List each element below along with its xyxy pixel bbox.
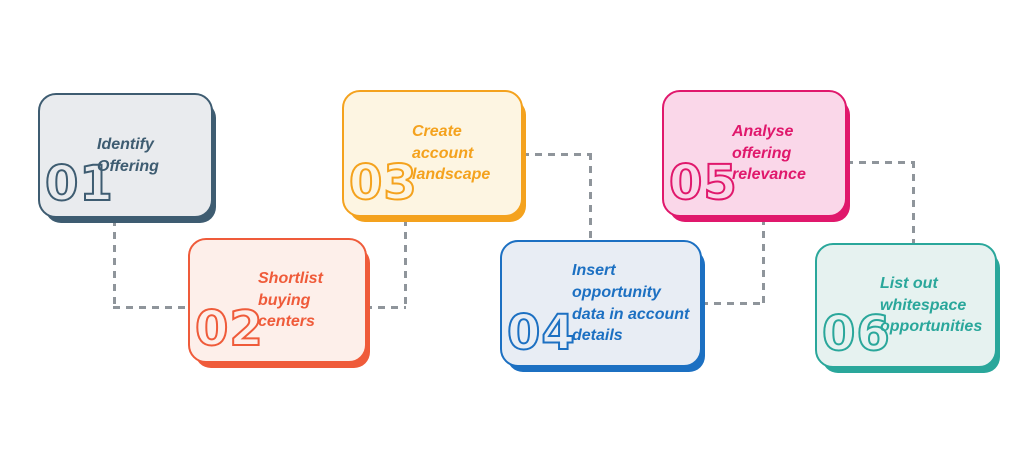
step-card-05-analyse-offering-relevance: 05 Analyse offering relevance bbox=[662, 90, 847, 217]
step-label-06: List out whitespace opportunities bbox=[880, 275, 983, 336]
connector-step3-step4-horizontal bbox=[522, 153, 591, 156]
step-card-01-identify-offering: 01 Identify Offering bbox=[38, 93, 213, 218]
connector-step2-step3-vertical bbox=[404, 219, 407, 308]
step-number-06: 06 bbox=[821, 306, 891, 362]
step-label-02: Shortlist buying centers bbox=[258, 270, 323, 331]
connector-step1-step2-horizontal bbox=[113, 306, 189, 309]
step-label-05: Analyse offering relevance bbox=[732, 123, 806, 184]
step-number-01: 01 bbox=[44, 156, 114, 212]
step-number-04: 04 bbox=[506, 305, 576, 361]
connector-step2-step3-horizontal bbox=[365, 306, 406, 309]
connector-step5-step6-vertical bbox=[912, 161, 915, 244]
step-number-02: 02 bbox=[194, 301, 264, 357]
connector-step5-step6-horizontal bbox=[846, 161, 914, 164]
step-label-01: Identify Offering bbox=[97, 135, 159, 175]
connector-step1-step2-vertical bbox=[113, 219, 116, 309]
connector-step4-step5-horizontal bbox=[701, 302, 764, 305]
step-label-03: Create account landscape bbox=[412, 123, 491, 184]
step-number-03: 03 bbox=[348, 155, 418, 211]
step-card-02-shortlist-buying-centers: 02 Shortlist buying centers bbox=[188, 238, 367, 363]
step-card-03-create-account-landscape: 03 Create account landscape bbox=[342, 90, 523, 217]
step-label-04: Insert opportunity data in account detai… bbox=[572, 262, 690, 345]
connector-step3-step4-vertical bbox=[589, 153, 592, 241]
step-card-04-insert-opportunity-data: 04 Insert opportunity data in account de… bbox=[500, 240, 702, 367]
connector-step4-step5-vertical bbox=[762, 218, 765, 305]
step-card-06-list-whitespace-opportunities: 06 List out whitespace opportunities bbox=[815, 243, 997, 368]
step-number-05: 05 bbox=[668, 155, 738, 211]
